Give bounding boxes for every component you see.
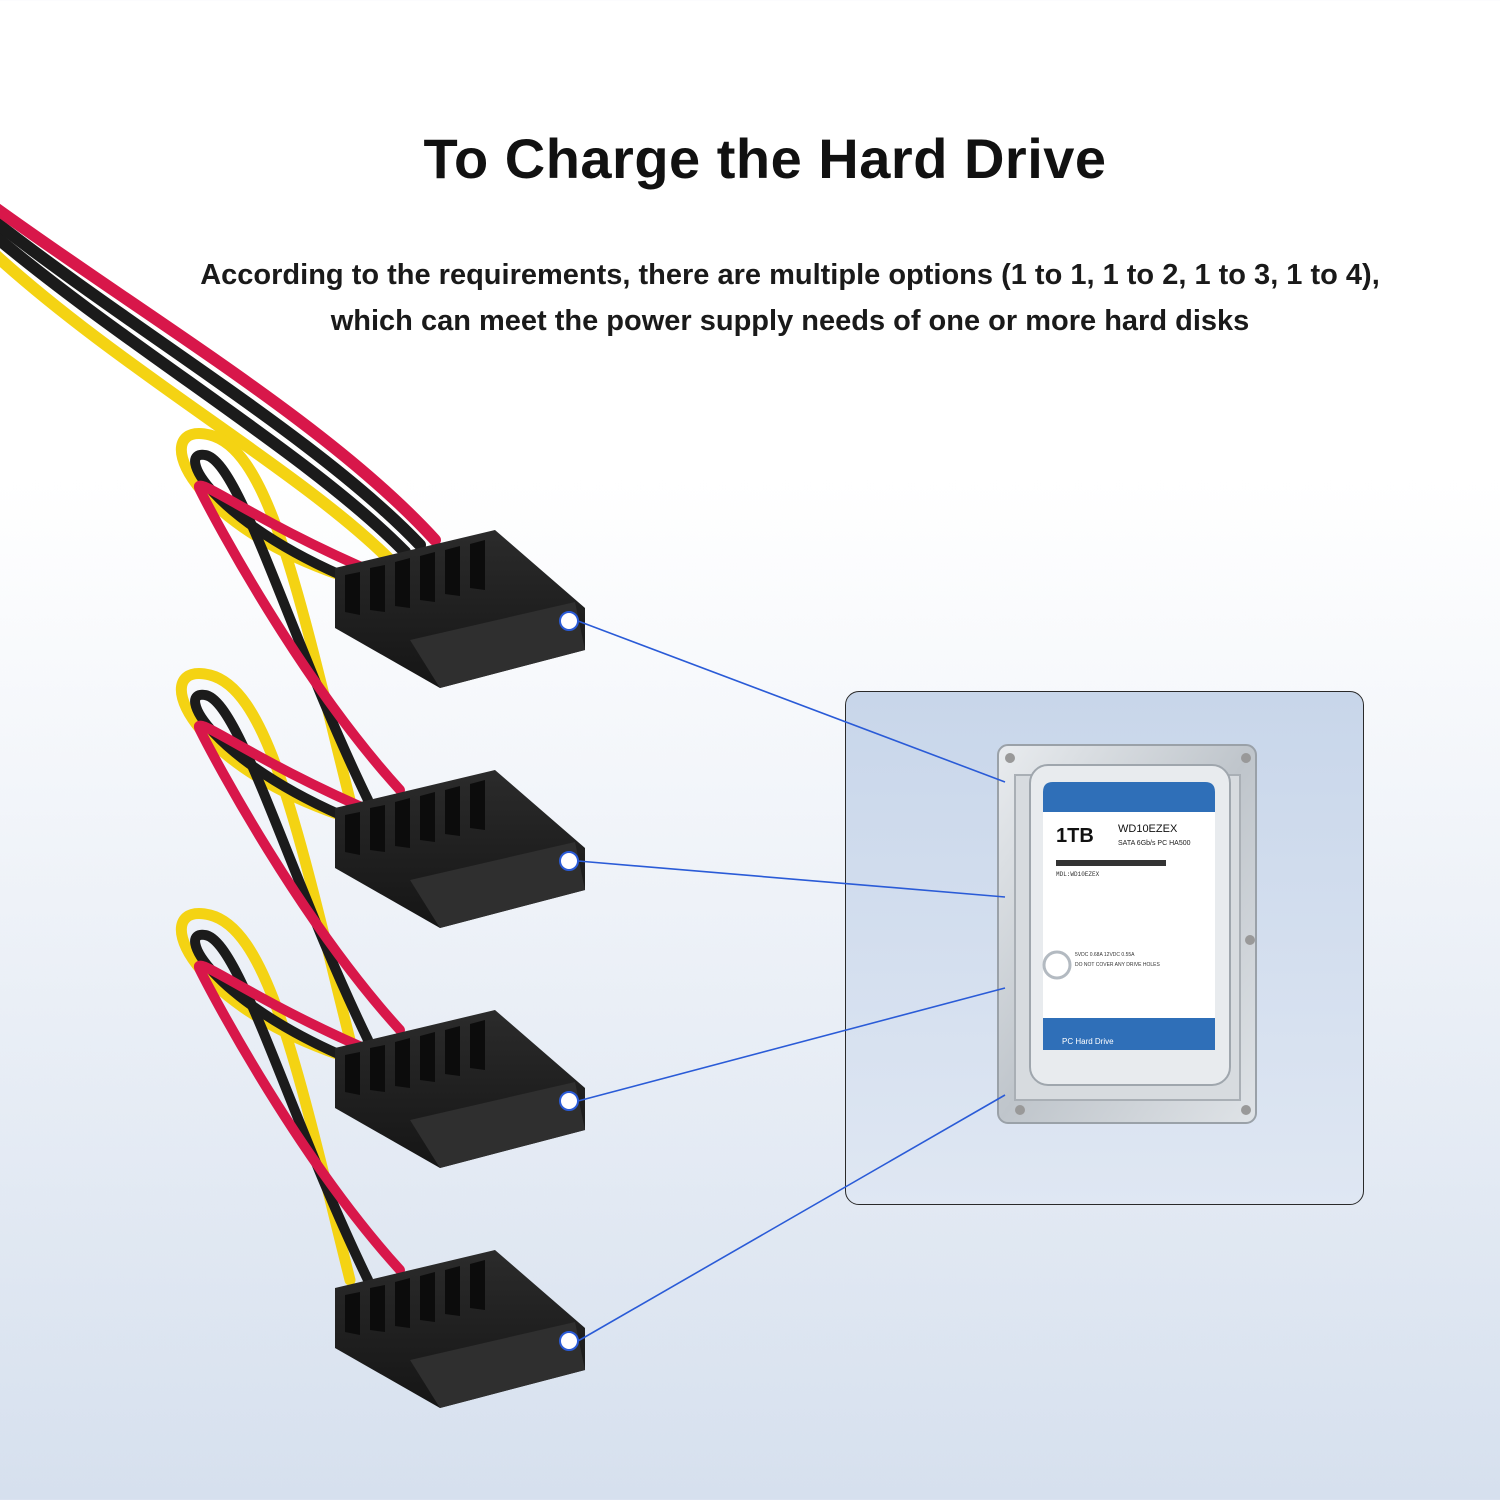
barcode <box>1056 860 1166 866</box>
wire-red <box>0 203 441 546</box>
wire-black <box>0 218 426 551</box>
page-subtitle: According to the requirements, there are… <box>160 252 1420 344</box>
wire-black <box>0 232 411 558</box>
sata-power-connector <box>335 1010 585 1168</box>
wire-red <box>193 960 405 1275</box>
leader-line <box>577 860 1006 898</box>
wire-yellow <box>175 908 356 1286</box>
drive-label <box>1043 782 1215 1050</box>
connector-marker-dot <box>559 1091 579 1111</box>
page-title: To Charge the Hard Drive <box>423 127 1107 190</box>
subtitle-line-2: which can meet the power supply needs of… <box>330 305 1250 337</box>
screw <box>1245 935 1255 945</box>
screw <box>1241 1105 1251 1115</box>
wire-yellow <box>175 428 356 806</box>
subtitle-line-1: According to the requirements, there are… <box>200 259 1380 291</box>
sata-power-connector <box>335 1250 585 1408</box>
connector-loops <box>175 428 405 1286</box>
screw <box>1005 753 1015 763</box>
wire-yellow <box>175 668 356 1046</box>
sata-power-connector <box>335 530 585 688</box>
wire-yellow <box>0 250 396 566</box>
leader-line <box>577 987 1006 1102</box>
main-cable-bundle <box>0 203 441 566</box>
drive-product-line: PC Hard Drive <box>1062 1037 1114 1046</box>
sata-power-connector <box>335 770 585 928</box>
screw <box>1015 1105 1025 1115</box>
spindle <box>1042 950 1072 980</box>
drive-serial: MDL:WD10EZEX <box>1056 871 1100 878</box>
hard-drive: 1TB WD10EZEX SATA 6Gb/s PC HA500 MDL:WD1… <box>997 744 1257 1124</box>
drive-capacity: 1TB <box>1056 825 1094 847</box>
leader-line <box>577 620 1006 783</box>
wire-red <box>193 480 405 795</box>
drive-model: WD10EZEX <box>1118 823 1178 835</box>
connector-marker-dot <box>559 1331 579 1351</box>
connector-marker-dot <box>559 611 579 631</box>
leader-line <box>577 1094 1006 1342</box>
connector-marker-dot <box>559 851 579 871</box>
screw <box>1241 753 1251 763</box>
wire-red <box>193 720 405 1035</box>
drive-interface: SATA 6Gb/s PC HA500 <box>1118 840 1191 847</box>
drive-power-rating: 5VDC 0.68A 12VDC 0.55A <box>1075 952 1135 958</box>
drive-warning: DO NOT COVER ANY DRIVE HOLES <box>1075 962 1161 968</box>
